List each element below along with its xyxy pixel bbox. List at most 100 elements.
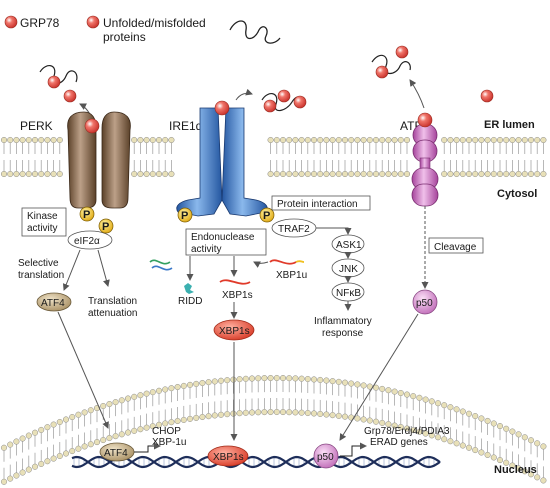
nucleus-label: Nucleus xyxy=(494,464,537,476)
unfolded-legend-label-2: proteins xyxy=(103,30,146,44)
grp78-icon xyxy=(47,75,61,89)
ask1-label: ASK1 xyxy=(336,240,362,251)
er-lumen-label: ER lumen xyxy=(484,119,535,131)
grp78-legend-icon xyxy=(4,15,18,29)
atf6-targets-label: Grp78/Erdj4/PDIA3 xyxy=(364,426,450,437)
eif2a-node xyxy=(67,230,113,250)
translation-attenuation-label-2: attenuation xyxy=(88,308,138,319)
cleavage-box xyxy=(428,237,484,254)
arrow-to-atf4 xyxy=(62,249,81,291)
endonuclease-activity-label: Endonuclease xyxy=(191,232,255,243)
legend: GRP78 Unfolded/misfolded proteins xyxy=(4,15,281,44)
nfkb-label: NFκB xyxy=(336,288,361,299)
atf4-targets-label-2: XBP-1u xyxy=(152,437,186,448)
atf4-label: ATF4 xyxy=(41,298,65,309)
release-arrow xyxy=(409,79,425,109)
unfolded-protein-legend-icon xyxy=(229,20,281,44)
selective-translation-label-2: translation xyxy=(18,270,64,281)
eif2a-label: eIF2α xyxy=(74,236,100,247)
cleavage-label: Cleavage xyxy=(434,242,477,253)
xbp1s-mrna-label: XBP1s xyxy=(222,290,253,301)
ire1-monomer-left xyxy=(176,107,223,217)
mrna-icon xyxy=(149,259,171,265)
mrna-icon xyxy=(151,265,173,271)
xbp1u-intron-icon xyxy=(295,260,305,263)
eif2a-phospho-label: P xyxy=(102,221,109,233)
unfolded-protein xyxy=(371,54,411,75)
perk-receptor: PERK P xyxy=(20,111,131,222)
grp78-icon xyxy=(63,89,77,103)
ire1-phospho-left-icon xyxy=(177,207,193,223)
eif2a-phospho-icon xyxy=(98,218,114,234)
arrow-atf4-to-nucleus xyxy=(57,311,109,429)
grp78-icon xyxy=(395,45,409,59)
inflammatory-response-label: Inflammatory xyxy=(314,316,372,327)
arrow-to-attenuation xyxy=(97,249,110,287)
ire1-label: IRE1α xyxy=(169,119,203,133)
er-membrane xyxy=(0,136,547,178)
ire1-phospho-left-label: P xyxy=(181,210,188,222)
cytosol-label: Cytosol xyxy=(497,188,537,200)
lumen-proteins xyxy=(39,45,494,113)
atf4-transcription-arrow xyxy=(134,442,161,453)
atf6-receptor: ATF6 xyxy=(400,112,439,207)
grp78-icon xyxy=(417,112,433,128)
protein-interaction-box xyxy=(271,195,371,211)
jnk-label: JNK xyxy=(339,264,358,275)
perk-branch: Kinase activity eIF2α P Selective transl… xyxy=(18,207,138,429)
nuclear-p50-label: p50 xyxy=(317,452,334,463)
grp78-legend-icon-2 xyxy=(86,15,100,29)
nuclear-atf4-label: ATF4 xyxy=(104,448,128,459)
p50-node xyxy=(412,289,438,315)
xbp1s-protein-node xyxy=(213,319,255,341)
xbp1u-mrna-icon xyxy=(269,259,297,265)
nuclear-xbp1s-label: XBP1s xyxy=(213,452,244,463)
atf6-branch: Cleavage p50 xyxy=(339,206,484,441)
perk-phospho-label: P xyxy=(83,209,90,221)
release-arrow xyxy=(235,88,253,101)
unfolded-legend-label: Unfolded/misfolded xyxy=(103,16,206,30)
atf6-targets-label-2: ERAD genes xyxy=(370,437,428,448)
protein-interaction-label: Protein interaction xyxy=(277,199,358,210)
ire1-branch: Endonuclease activity RIDD XBP1s XBP1u X… xyxy=(149,195,372,441)
arrow-to-ask1 xyxy=(316,227,352,235)
ridd-label: RIDD xyxy=(178,296,202,307)
degraded-mrna-icon xyxy=(184,283,194,294)
atf4-targets-label: CHOP xyxy=(152,426,181,437)
grp78-icon xyxy=(84,118,100,134)
xbp1s-protein-label: XBP1s xyxy=(219,326,250,337)
perk-phospho-icon xyxy=(79,206,95,222)
ire1-monomer-right xyxy=(221,107,268,217)
dna-helix xyxy=(71,455,441,469)
endonuclease-activity-label-2: activity xyxy=(191,244,222,255)
nuclear-factors: ATF4 CHOP XBP-1u XBP1s p50 Grp78/Erdj4/P… xyxy=(99,426,450,469)
grp78-icon xyxy=(480,89,494,103)
ire1-phospho-right-label: P xyxy=(263,210,270,222)
grp78-legend-label: GRP78 xyxy=(20,16,60,30)
p50-transcription-arrow xyxy=(340,442,367,457)
kinase-activity-box xyxy=(21,207,67,237)
grp78-icon xyxy=(263,99,277,113)
perk-monomer-left xyxy=(67,111,97,209)
translation-attenuation-label: Translation xyxy=(88,296,137,307)
kinase-activity-label-2: activity xyxy=(27,223,58,234)
grp78-icon xyxy=(277,89,291,103)
p50-label: p50 xyxy=(416,298,433,309)
nuclear-membrane xyxy=(0,374,547,485)
nuclear-xbp1s-node xyxy=(207,445,249,467)
perk-monomer-right xyxy=(101,111,131,209)
kinase-activity-label: Kinase xyxy=(27,211,58,222)
atf6-domain xyxy=(411,183,439,207)
arrow-p50-to-nucleus xyxy=(339,313,419,441)
ire1-receptor: IRE1α P P xyxy=(169,100,275,223)
traf2-label: TRAF2 xyxy=(278,224,310,235)
grp78-icon xyxy=(375,65,389,79)
ire1-phospho-right-icon xyxy=(259,207,275,223)
inflammatory-response-label-2: response xyxy=(322,328,364,339)
atf4-node xyxy=(36,292,72,312)
grp78-icon xyxy=(293,95,307,109)
endonuclease-activity-box xyxy=(185,228,267,256)
xbp1s-mrna-icon xyxy=(219,279,251,285)
selective-translation-label: Selective xyxy=(18,258,59,269)
